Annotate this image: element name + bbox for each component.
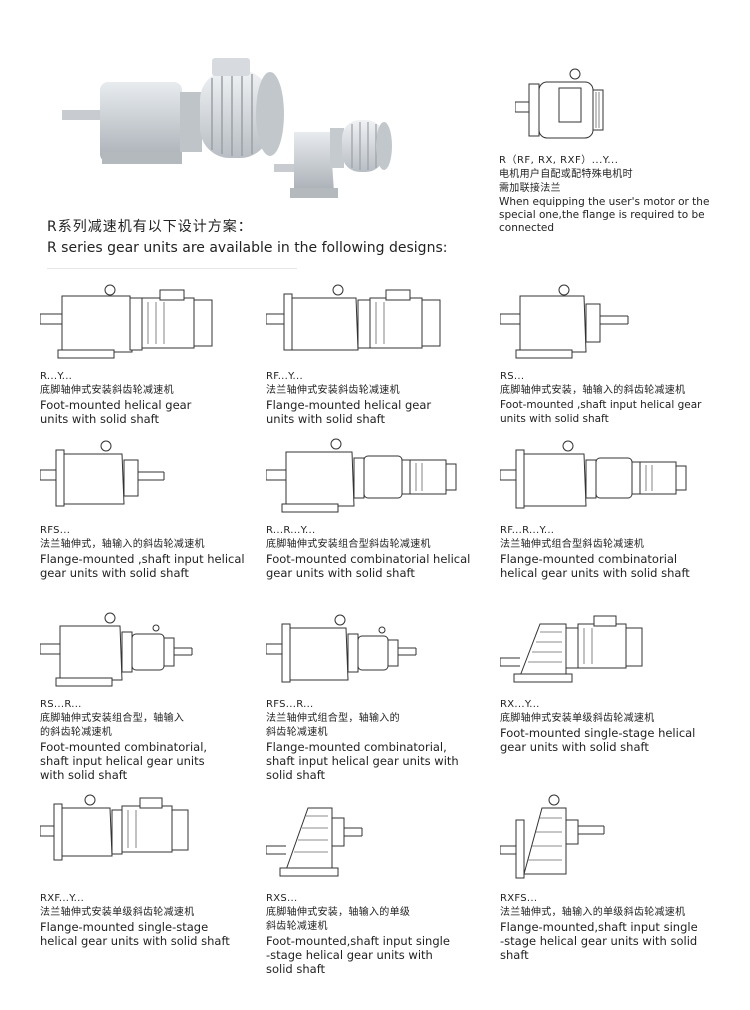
design-en: shaft input helical gear units: [40, 754, 205, 768]
design-en: shaft: [500, 948, 529, 962]
design-card: RXFS... 法兰轴伸式，轴输入的单级斜齿轮减速机 Flange-mounte…: [500, 790, 725, 962]
design-card: RF...Y... 法兰轴伸式安装斜齿轮减速机 Flange-mounted h…: [266, 282, 491, 426]
design-en: gear units with solid shaft: [266, 566, 415, 580]
design-drawing: [266, 614, 417, 683]
design-drawing: [266, 807, 363, 877]
design-code: RFS...: [40, 525, 71, 536]
design-en: helical gear units with solid shaft: [500, 566, 690, 580]
design-card: RX...Y... 底脚轴伸式安装单级斜齿轮减速机 Foot-mounted s…: [500, 610, 725, 754]
design-en: Foot-mounted single-stage helical: [500, 726, 696, 740]
design-cn: 斜齿轮减速机: [266, 921, 328, 932]
design-code: RF...R...Y...: [500, 525, 555, 536]
design-en: Flange-mounted single-stage: [40, 920, 209, 934]
design-card: RFS... 法兰轴伸式，轴输入的斜齿轮减速机 Flange-mounted ,…: [40, 436, 265, 580]
design-card: RXF...Y... 法兰轴伸式安装单级斜齿轮减速机 Flange-mounte…: [40, 790, 265, 948]
design-en: Foot-mounted helical gear: [40, 398, 192, 412]
design-card: RS... 底脚轴伸式安装，轴输入的斜齿轮减速机 Foot-mounted ,s…: [500, 282, 725, 426]
design-cn: 底脚轴伸式安装单级斜齿轮减速机: [500, 713, 655, 724]
design-cn: 底脚轴伸式安装组合型斜齿轮减速机: [266, 539, 431, 550]
design-en: solid shaft: [266, 962, 326, 976]
design-code: RS...: [500, 371, 525, 382]
design-en: units with solid shaft: [266, 412, 386, 426]
design-cn: 底脚轴伸式安装斜齿轮减速机: [40, 385, 174, 396]
design-code: R...Y...: [40, 371, 73, 382]
note-en-line: special one,the flange is required to be: [499, 209, 705, 221]
design-cn: 法兰轴伸式安装单级斜齿轮减速机: [40, 907, 195, 918]
design-drawing: [500, 615, 643, 683]
design-cn: 法兰轴伸式，轴输入的斜齿轮减速机: [40, 539, 205, 550]
design-en: -stage helical gear units with: [266, 948, 433, 962]
design-en: Flange-mounted ,shaft input helical: [40, 552, 245, 566]
design-card: R...R...Y... 底脚轴伸式安装组合型斜齿轮减速机 Foot-mount…: [266, 436, 491, 580]
design-card: RXS... 底脚轴伸式安装，轴输入的单级 斜齿轮减速机 Foot-mounte…: [266, 790, 491, 976]
design-drawing: [266, 438, 457, 513]
design-cn: 法兰轴伸式安装斜齿轮减速机: [266, 385, 400, 396]
design-cn: 法兰轴伸式组合型，轴输入的: [266, 713, 400, 724]
design-code: RXS...: [266, 893, 298, 904]
design-cn: 法兰轴伸式，轴输入的单级斜齿轮减速机: [500, 907, 686, 918]
note-cn-line: 电机用户自配或配特殊电机时: [499, 169, 633, 180]
design-drawing: [40, 440, 165, 507]
design-en: Foot-mounted combinatorial,: [40, 740, 208, 754]
design-en: units with solid shaft: [500, 413, 609, 425]
design-cn: 底脚轴伸式安装，轴输入的斜齿轮减速机: [500, 385, 686, 396]
design-code: RS...R...: [40, 699, 82, 710]
note-en-line: When equipping the user's motor or the: [499, 196, 710, 208]
design-en: with solid shaft: [40, 768, 128, 782]
note-cn-line: 需加联接法兰: [499, 183, 561, 194]
design-en: -stage helical gear units with solid: [500, 934, 698, 948]
design-card: RS...R... 底脚轴伸式安装组合型，轴输入 的斜齿轮减速机 Foot-mo…: [40, 610, 265, 782]
design-drawing: [40, 284, 213, 359]
divider: [47, 268, 297, 269]
design-drawing: [266, 284, 441, 351]
design-drawing: [40, 612, 193, 687]
design-drawing: [40, 794, 189, 861]
design-drawing: [500, 794, 605, 879]
design-card: RFS...R... 法兰轴伸式组合型，轴输入的 斜齿轮减速机 Flange-m…: [266, 610, 491, 782]
intro-title-en: R series gear units are available in the…: [47, 240, 448, 256]
note-code: R（RF, RX, RXF）...Y...: [499, 155, 619, 166]
design-en: gear units with solid shaft: [40, 566, 189, 580]
note-block: R（RF, RX, RXF）...Y... 电机用户自配或配特殊电机时 需加联接…: [499, 152, 724, 235]
product-photo: [62, 58, 392, 198]
design-en: solid shaft: [266, 768, 326, 782]
design-drawing: [500, 284, 629, 359]
intro-title-cn: R系列减速机有以下设计方案：: [47, 219, 253, 235]
design-code: RXFS...: [500, 893, 538, 904]
design-card: RF...R...Y... 法兰轴伸式组合型斜齿轮减速机 Flange-moun…: [500, 436, 725, 580]
design-cn: 法兰轴伸式组合型斜齿轮减速机: [500, 539, 645, 550]
design-code: RFS...R...: [266, 699, 314, 710]
design-en: helical gear units with solid shaft: [40, 934, 230, 948]
design-card: R...Y... 底脚轴伸式安装斜齿轮减速机 Foot-mounted heli…: [40, 282, 265, 426]
design-en: Foot-mounted,shaft input single: [266, 934, 450, 948]
design-en: Flange-mounted combinatorial: [500, 552, 678, 566]
design-en: shaft input helical gear units with: [266, 754, 459, 768]
design-en: Foot-mounted combinatorial helical: [266, 552, 471, 566]
design-en: gear units with solid shaft: [500, 740, 649, 754]
design-code: R...R...Y...: [266, 525, 316, 536]
design-cn: 斜齿轮减速机: [266, 727, 328, 738]
design-en: Flange-mounted helical gear: [266, 398, 432, 412]
design-en: Flange-mounted combinatorial,: [266, 740, 447, 754]
design-en: units with solid shaft: [40, 412, 160, 426]
design-cn: 底脚轴伸式安装组合型，轴输入: [40, 713, 185, 724]
design-en: Foot-mounted ,shaft input helical gear: [500, 399, 702, 411]
design-code: RX...Y...: [500, 699, 540, 710]
design-cn: 底脚轴伸式安装，轴输入的单级: [266, 907, 411, 918]
note-en-line: connected: [499, 222, 554, 234]
design-code: RF...Y...: [266, 371, 303, 382]
design-code: RXF...Y...: [40, 893, 85, 904]
design-drawing: [500, 440, 687, 509]
note-drawing: [515, 68, 604, 139]
design-en: Flange-mounted,shaft input single: [500, 920, 698, 934]
design-cn: 的斜齿轮减速机: [40, 727, 113, 738]
